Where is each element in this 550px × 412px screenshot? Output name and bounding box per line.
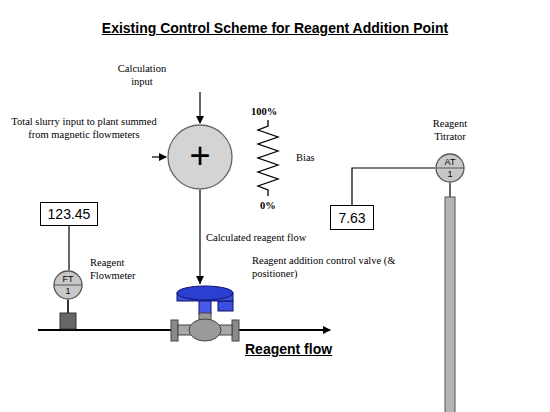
instrument-tag: FT: [53, 274, 83, 284]
input-arrow: [152, 156, 166, 157]
signal-line: [69, 226, 70, 270]
diagram-title: Existing Control Scheme for Reagent Addi…: [0, 20, 550, 36]
circle-shape: [168, 125, 232, 189]
bias-potentiometer: [258, 120, 278, 196]
instrument-name: Reagent Flowmeter: [90, 256, 150, 282]
value-display: 7.63: [330, 205, 374, 230]
summing-junction: +: [167, 124, 233, 190]
bubble-divider: [54, 285, 82, 286]
valve-label: Reagent addition control valve (& positi…: [252, 254, 397, 280]
circle-shape: [54, 271, 82, 299]
circle-shape: [436, 154, 464, 182]
connector-line: [352, 168, 435, 205]
valve-yoke: [199, 300, 211, 314]
edge-label: Calculated reagent flow: [205, 231, 307, 244]
connector-line: [199, 190, 200, 284]
instrument-tag: AT: [435, 157, 465, 167]
bubble-divider: [436, 168, 464, 169]
instrument-name: Reagent Titrator: [420, 117, 480, 143]
signal-label: Total slurry input to plant summed from …: [8, 115, 160, 141]
valve-flange: [232, 320, 239, 341]
signal-label: Calculation input: [112, 62, 172, 88]
valve-flange: [171, 320, 178, 341]
instrument-bubble: AT 1: [435, 153, 465, 183]
control-valve: Reagent addition control valve (& positi…: [168, 284, 242, 348]
signal-line: [352, 168, 435, 205]
probe-stem: [449, 183, 451, 197]
meter-stem: [67, 300, 69, 313]
instrument-bubble: FT 1: [53, 270, 83, 300]
positioner: [218, 301, 233, 311]
flow-label: Reagent flow: [245, 343, 355, 356]
readout-value: 7.63: [338, 210, 365, 226]
flowmeter-body: [60, 313, 76, 329]
arrow-head: [196, 276, 204, 284]
loop-number: 1: [53, 286, 83, 296]
operator-sign: +: [189, 138, 210, 174]
range-label: 0%: [260, 199, 290, 212]
connector-line: [68, 226, 69, 270]
readout-value: 123.45: [48, 206, 91, 222]
signal-line: [196, 190, 204, 284]
value-display: 123.45: [40, 202, 98, 226]
titrator-probe: [445, 197, 455, 412]
valve-body: [189, 319, 221, 341]
valve-illustration: [168, 284, 242, 348]
input-arrow: [199, 92, 200, 123]
bias-label: Bias: [296, 151, 336, 164]
loop-number: 1: [435, 169, 465, 179]
actuator-dome: [177, 286, 233, 300]
range-label: 100%: [251, 105, 291, 118]
